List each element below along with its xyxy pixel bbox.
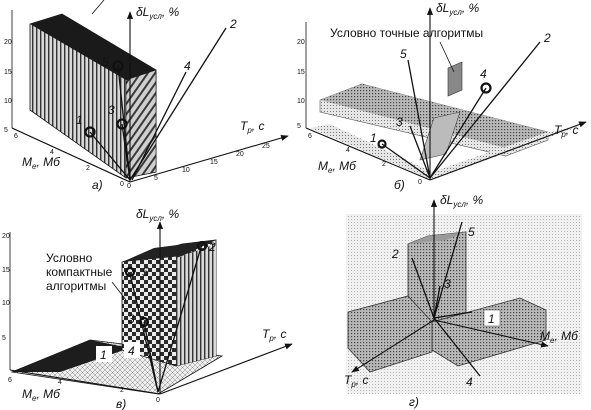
panel-b: 20 15 10 5 δLусл, % Tр, с 6 4 2 0 Me, Мб… [297, 1, 587, 192]
b-point-1: 1 [370, 131, 377, 145]
b-caption: б) [394, 178, 405, 192]
b-point-5: 5 [400, 47, 407, 61]
a-ytick-10: 10 [4, 98, 12, 105]
c-point-3: 3 [128, 312, 135, 326]
c-ytick: 20 [2, 233, 10, 240]
c-ytick: 5 [2, 335, 6, 342]
a-ztick: 0 [120, 181, 124, 188]
a-ztick: 6 [14, 133, 18, 140]
c-point-4: 4 [128, 344, 135, 358]
b-xlabel: Tр, с [554, 123, 578, 139]
b-ztick: 4 [346, 147, 350, 154]
c-point-1: 1 [100, 348, 107, 362]
b-point-3: 3 [396, 115, 403, 129]
c-point-5: 5 [142, 265, 149, 279]
a-xtick: 5 [154, 175, 158, 182]
a-ytick-15: 15 [4, 69, 12, 76]
a-ztick: 4 [50, 149, 54, 156]
d-point-1: 1 [488, 312, 495, 326]
a-zlabel: Me, Мб [22, 155, 61, 171]
a-xtick: 20 [236, 151, 244, 158]
panel-c: 20 15 10 5 δLусл, % Tр, с 6 4 2 0 Me, Мб… [2, 207, 293, 410]
b-zlabel: Me, Мб [318, 159, 357, 175]
a-point-2: 2 [229, 17, 237, 31]
panel-d: δLусл, % Me, Мб Tр, с 1 2 3 4 5 г) [344, 193, 582, 409]
a-block-top [30, 14, 156, 80]
c-annotation-line1: Условно [46, 251, 93, 265]
d-point-3: 3 [444, 277, 451, 291]
b-point-2: 2 [543, 31, 551, 45]
b-annotation: Условно точные алгоритмы [330, 26, 483, 40]
b-ytick: 15 [297, 69, 305, 76]
a-ztick: 2 [86, 165, 90, 172]
d-caption: г) [409, 395, 419, 409]
b-ytick: 5 [297, 123, 301, 130]
b-ztick: 6 [308, 133, 312, 140]
panel-a: 20 15 10 5 δLусл, % Tр, с 0 5 10 15 20 2… [4, 0, 289, 192]
d-point-4: 4 [466, 375, 473, 389]
c-xlabel: Tр, с [262, 327, 286, 343]
c-ylabel: δLусл, % [136, 207, 180, 223]
a-point-5: 5 [102, 55, 109, 69]
a-xlabel: Tр, с [240, 119, 264, 135]
d-zlabel: Me, Мб [540, 329, 579, 345]
b-point-4: 4 [480, 67, 487, 81]
c-ytick: 10 [2, 300, 10, 307]
d-ylabel: δLусл, % [440, 193, 484, 209]
b-ytick: 10 [297, 98, 305, 105]
b-ylabel: δLусл, % [436, 1, 480, 17]
c-annotation-line3: алгоритмы [46, 279, 106, 293]
c-point-2: 2 [208, 240, 216, 254]
c-caption: в) [116, 397, 126, 410]
a-xtick: 10 [182, 167, 190, 174]
d-xlabel: Tр, с [344, 373, 368, 389]
d-point-2: 2 [391, 247, 399, 261]
b-ztick: 2 [382, 161, 386, 168]
d-point-5: 5 [468, 225, 475, 239]
c-zlabel: Me, Мб [22, 387, 61, 403]
b-ytick: 20 [297, 39, 305, 46]
a-ylabel: δLусл, % [136, 5, 180, 21]
b-ztick: 0 [418, 179, 422, 186]
a-ytick-5: 5 [4, 127, 8, 134]
c-ztick: 2 [120, 387, 124, 394]
a-xtick: 25 [262, 143, 270, 150]
a-xtick: 0 [127, 183, 131, 190]
a-ytick-20: 20 [4, 39, 12, 46]
a-caption: а) [92, 178, 103, 192]
c-ztick: 4 [58, 379, 62, 386]
a-point-4: 4 [184, 59, 191, 73]
c-ytick: 15 [2, 267, 10, 274]
c-ztick: 0 [156, 397, 160, 404]
a-xtick: 15 [210, 159, 218, 166]
c-ztick: 6 [8, 377, 12, 384]
a-point-3: 3 [108, 103, 115, 117]
c-annotation-line2: компактные [46, 265, 113, 279]
a-point-1: 1 [76, 113, 83, 127]
